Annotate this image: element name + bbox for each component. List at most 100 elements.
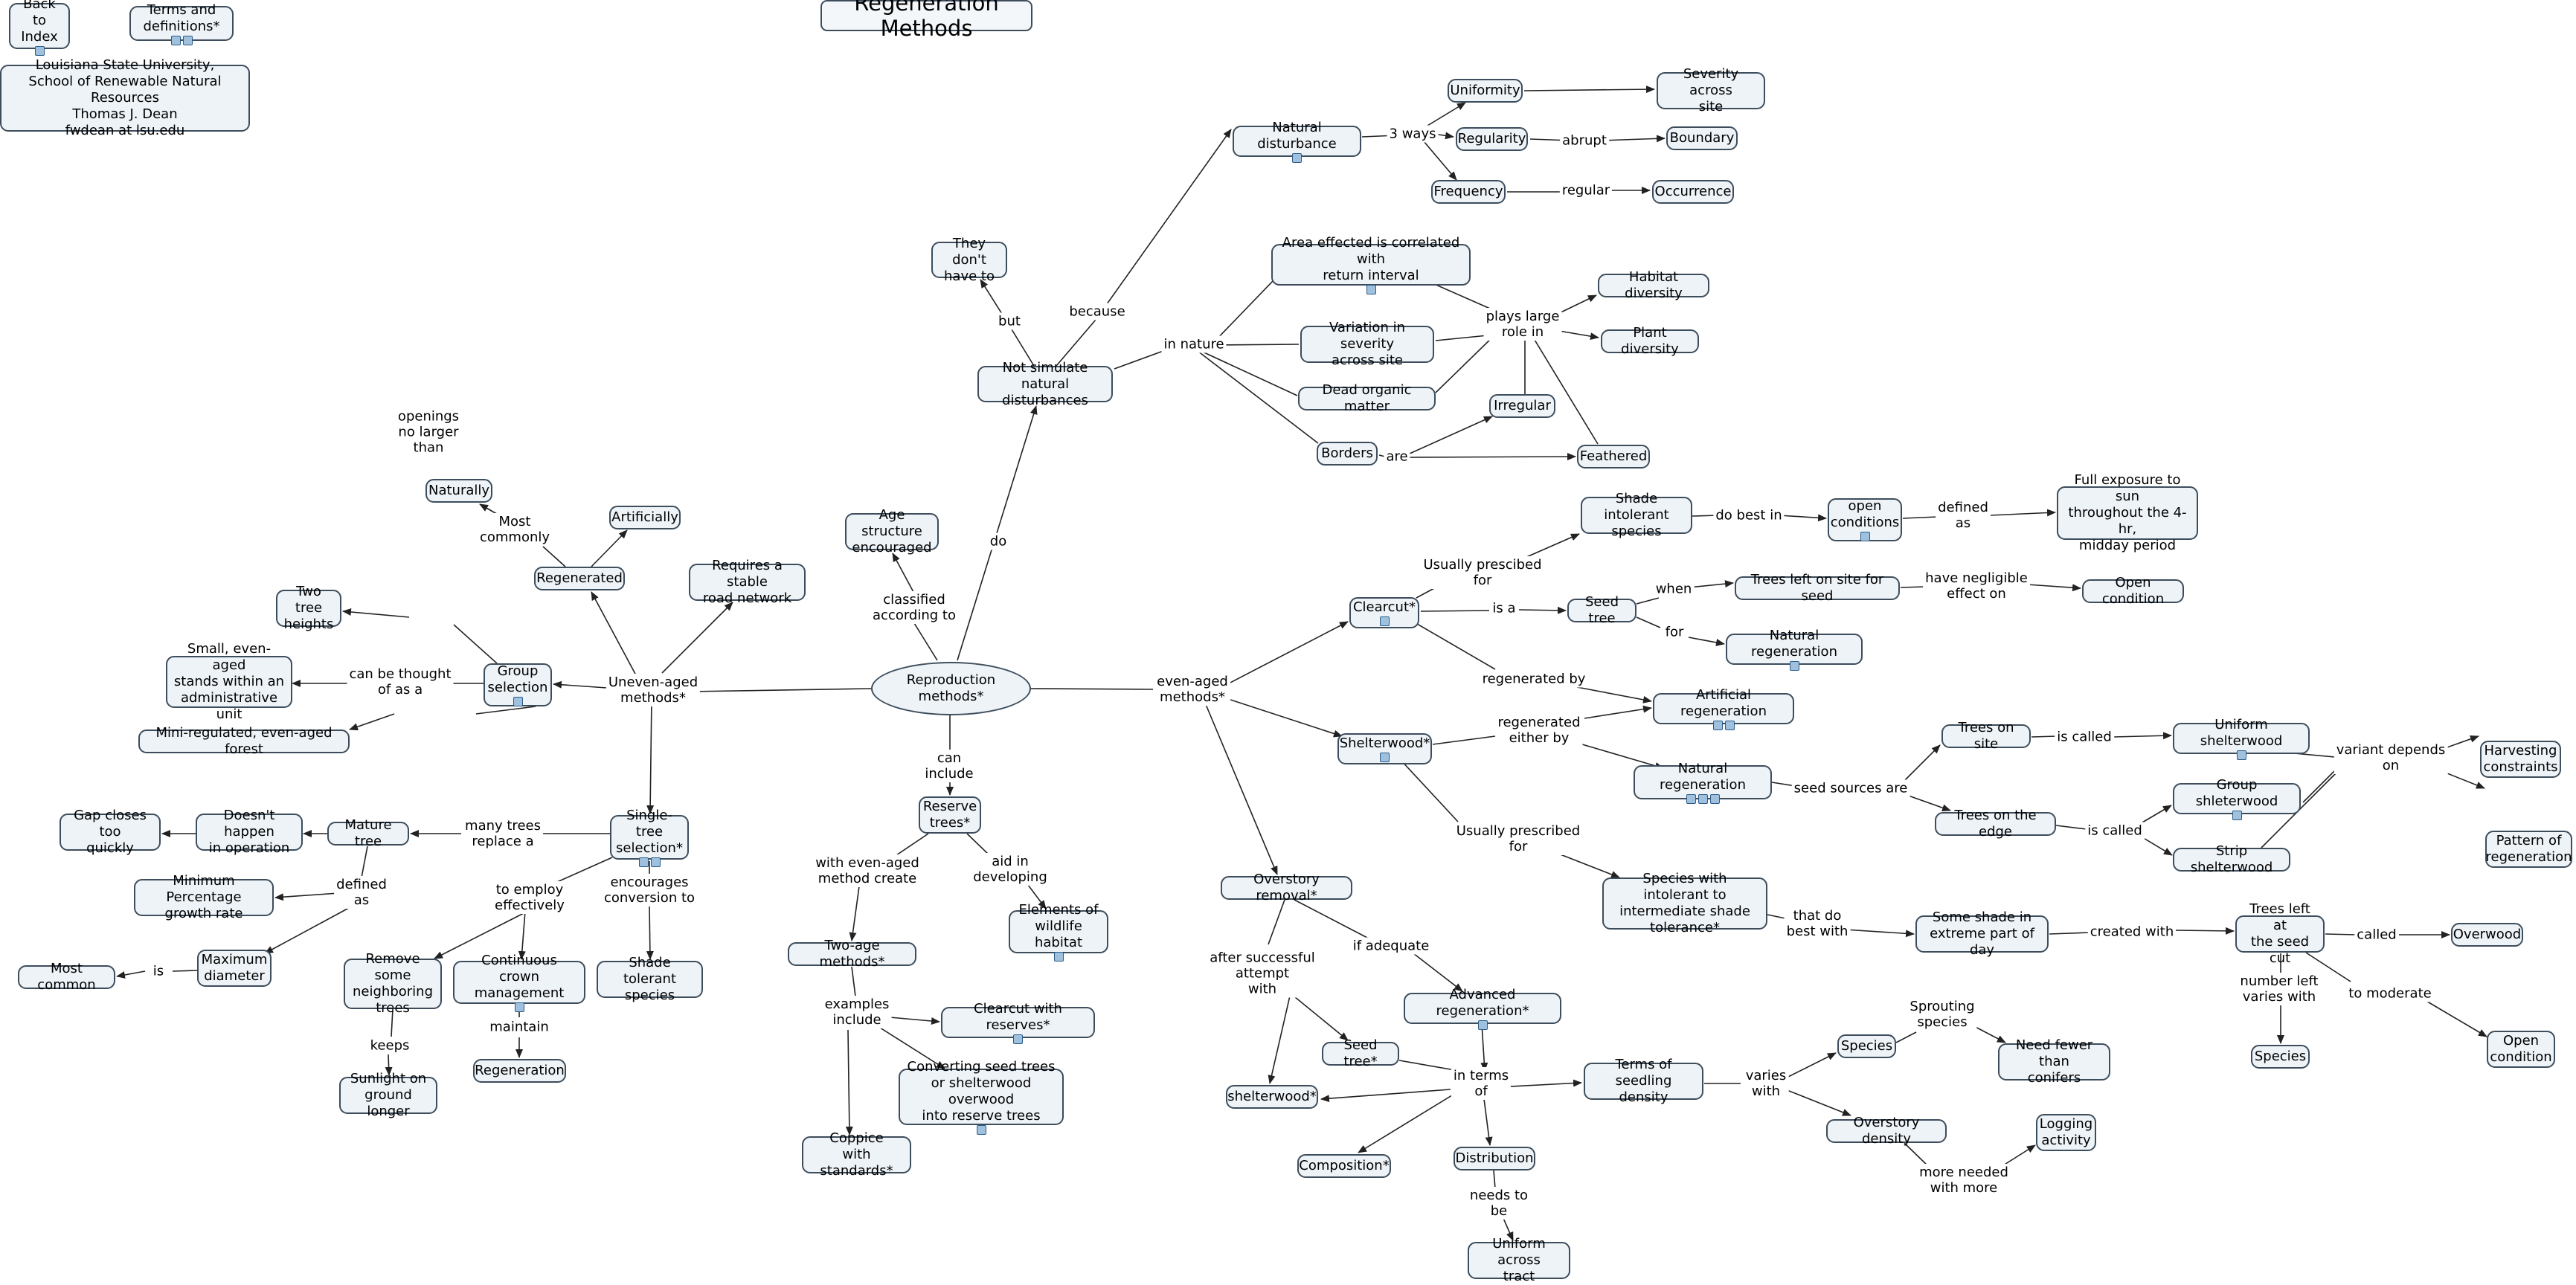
link-icon[interactable]	[513, 697, 523, 706]
link-icon[interactable]	[2236, 750, 2246, 760]
node-coppice[interactable]: Coppice with standards*	[802, 1130, 911, 1179]
node-shade-intolerant: Shade intolerant species	[1581, 491, 1692, 539]
link-icon[interactable]	[1686, 794, 1696, 804]
link-line	[1569, 740, 1664, 770]
node-strip-shelterwood: Strip shelterwood	[2173, 843, 2290, 875]
link-icon[interactable]	[1380, 753, 1390, 762]
note-icon[interactable]	[1709, 794, 1720, 804]
node-area-effected[interactable]: Area effected is correlated with return …	[1271, 235, 1471, 294]
link-icon[interactable]	[1789, 661, 1799, 671]
link-icon[interactable]	[2232, 811, 2242, 820]
link-icon[interactable]	[1724, 721, 1735, 730]
node-reserve-trees[interactable]: Reserve trees*	[919, 796, 981, 834]
node-group-shelterwood[interactable]: Group shleterwood	[2173, 777, 2301, 820]
link-line	[845, 1029, 853, 1136]
node-habitat-diversity: Habitat diversity	[1598, 269, 1709, 301]
node-converting[interactable]: Converting seed trees or shelterwood ove…	[899, 1059, 1064, 1135]
link-line	[1493, 1170, 1496, 1189]
node-shelterwood[interactable]: Shelterwood*	[1337, 733, 1432, 764]
node-artificial-regeneration[interactable]: Artificial regeneration	[1653, 687, 1794, 730]
link-line	[1095, 129, 1232, 321]
node-uniform-shelterwood[interactable]: Uniform shelterwood	[2173, 717, 2310, 760]
node-reproduction-methods[interactable]: Reproduction methods*	[871, 662, 1031, 715]
node-dead-organic: Dead organic matter	[1298, 382, 1436, 414]
node-species-intolerant[interactable]: Species with intolerant to intermediate …	[1602, 871, 1767, 935]
link-label: varies with	[1743, 1067, 1789, 1100]
note-icon[interactable]	[514, 1002, 524, 1012]
link-line	[1576, 686, 1652, 703]
link-line	[434, 910, 529, 959]
link-icon[interactable]	[1013, 1034, 1023, 1044]
node-natural-disturbance[interactable]: Natural disturbance	[1233, 120, 1361, 163]
link-line	[550, 857, 613, 886]
node-max-diameter: Maximum diameter	[197, 950, 272, 987]
link-line	[1027, 884, 1047, 909]
link-line	[2113, 732, 2172, 740]
link-line	[849, 886, 860, 941]
link-icon[interactable]	[638, 857, 649, 867]
node-clearcut-reserves[interactable]: Clearcut with reserves*	[941, 1001, 1095, 1044]
node-doesnt-happen: Doesn't happen in operation	[196, 808, 303, 856]
link-line	[2142, 837, 2173, 856]
node-open-conditions[interactable]: open conditions	[1828, 498, 1902, 541]
terms-definitions-button[interactable]: Terms and definitions*	[129, 2, 234, 45]
link-icon[interactable]	[34, 46, 45, 56]
node-min-percentage: Minimum Percentage growth rate	[134, 873, 274, 921]
node-overstory-removal[interactable]: Overstory removal*	[1221, 872, 1352, 904]
link-line	[913, 622, 938, 661]
link-label: encourages conversion to	[601, 874, 698, 906]
node-advanced-regeneration[interactable]: Advanced regeneration*	[1404, 987, 1561, 1030]
link-label: regenerated by	[1480, 670, 1588, 688]
link-line	[1989, 509, 2056, 517]
node-uniformity: Uniformity	[1448, 79, 1523, 103]
link-label: Usually prescibed for	[1421, 556, 1544, 589]
link-line	[1423, 141, 1457, 181]
link-line	[1688, 637, 1725, 646]
node-natural-regeneration-shelterwood[interactable]: Natural regeneration	[1634, 761, 1772, 804]
link-icon[interactable]	[1053, 952, 1064, 962]
link-icon[interactable]	[1697, 794, 1708, 804]
node-regenerated: Regenerated	[534, 567, 625, 590]
link-line	[264, 903, 358, 954]
link-line	[1268, 899, 1285, 945]
link-label: Usually prescribed for	[1454, 822, 1583, 855]
node-composition[interactable]: Composition*	[1297, 1154, 1391, 1178]
link-icon[interactable]	[1712, 721, 1723, 730]
link-line	[116, 970, 146, 979]
node-single-tree-selection[interactable]: Single-tree selection*	[610, 808, 689, 867]
link-line	[591, 529, 628, 567]
link-icon[interactable]	[182, 35, 193, 45]
note-icon[interactable]	[650, 857, 661, 867]
link-line	[361, 846, 368, 878]
link-line	[1197, 350, 1319, 444]
node-two-age-methods[interactable]: Two-age methods*	[788, 938, 916, 970]
node-elements-wildlife[interactable]: Elements of wildlife habitat	[1009, 902, 1108, 962]
node-trees-left-cut: Trees left at the seed cut	[2235, 901, 2325, 966]
node-seed-tree-2[interactable]: Seed tree*	[1322, 1037, 1399, 1069]
node-trees-left-seed: Trees left on site for seed	[1735, 572, 1900, 604]
back-to-index-button[interactable]: Back to Index	[9, 0, 70, 56]
link-icon[interactable]	[976, 1125, 986, 1135]
link-label: more needed with more	[1917, 1164, 2011, 1197]
note-icon[interactable]	[170, 35, 181, 45]
link-line	[646, 903, 654, 960]
link-icon[interactable]	[1477, 1020, 1488, 1030]
node-trees-on-site: Trees on site	[1941, 720, 2031, 752]
node-clearcut[interactable]: Clearcut*	[1349, 597, 1419, 628]
link-label: that do best with	[1784, 907, 1851, 940]
link-label: number left varies with	[2238, 973, 2321, 1005]
link-label: created with	[2087, 923, 2177, 941]
node-shelterwood-2[interactable]: shelterwood*	[1226, 1085, 1318, 1109]
link-icon[interactable]	[1860, 532, 1870, 541]
node-continuous-crown[interactable]: Continuous crown management	[453, 953, 585, 1012]
link-line	[2175, 927, 2235, 935]
link-icon[interactable]	[1379, 616, 1390, 626]
note-icon[interactable]	[1366, 285, 1376, 294]
link-label: plays large role in	[1483, 308, 1562, 341]
node-group-selection[interactable]: Group selection	[484, 663, 552, 706]
link-line	[2424, 999, 2487, 1037]
link-icon[interactable]	[1292, 153, 1302, 163]
node-full-exposure: Full exposure to sun throughout the 4-hr…	[2057, 472, 2198, 553]
node-natural-regeneration-clearcut[interactable]: Natural regeneration	[1726, 628, 1863, 671]
link-line	[1358, 1091, 1459, 1153]
